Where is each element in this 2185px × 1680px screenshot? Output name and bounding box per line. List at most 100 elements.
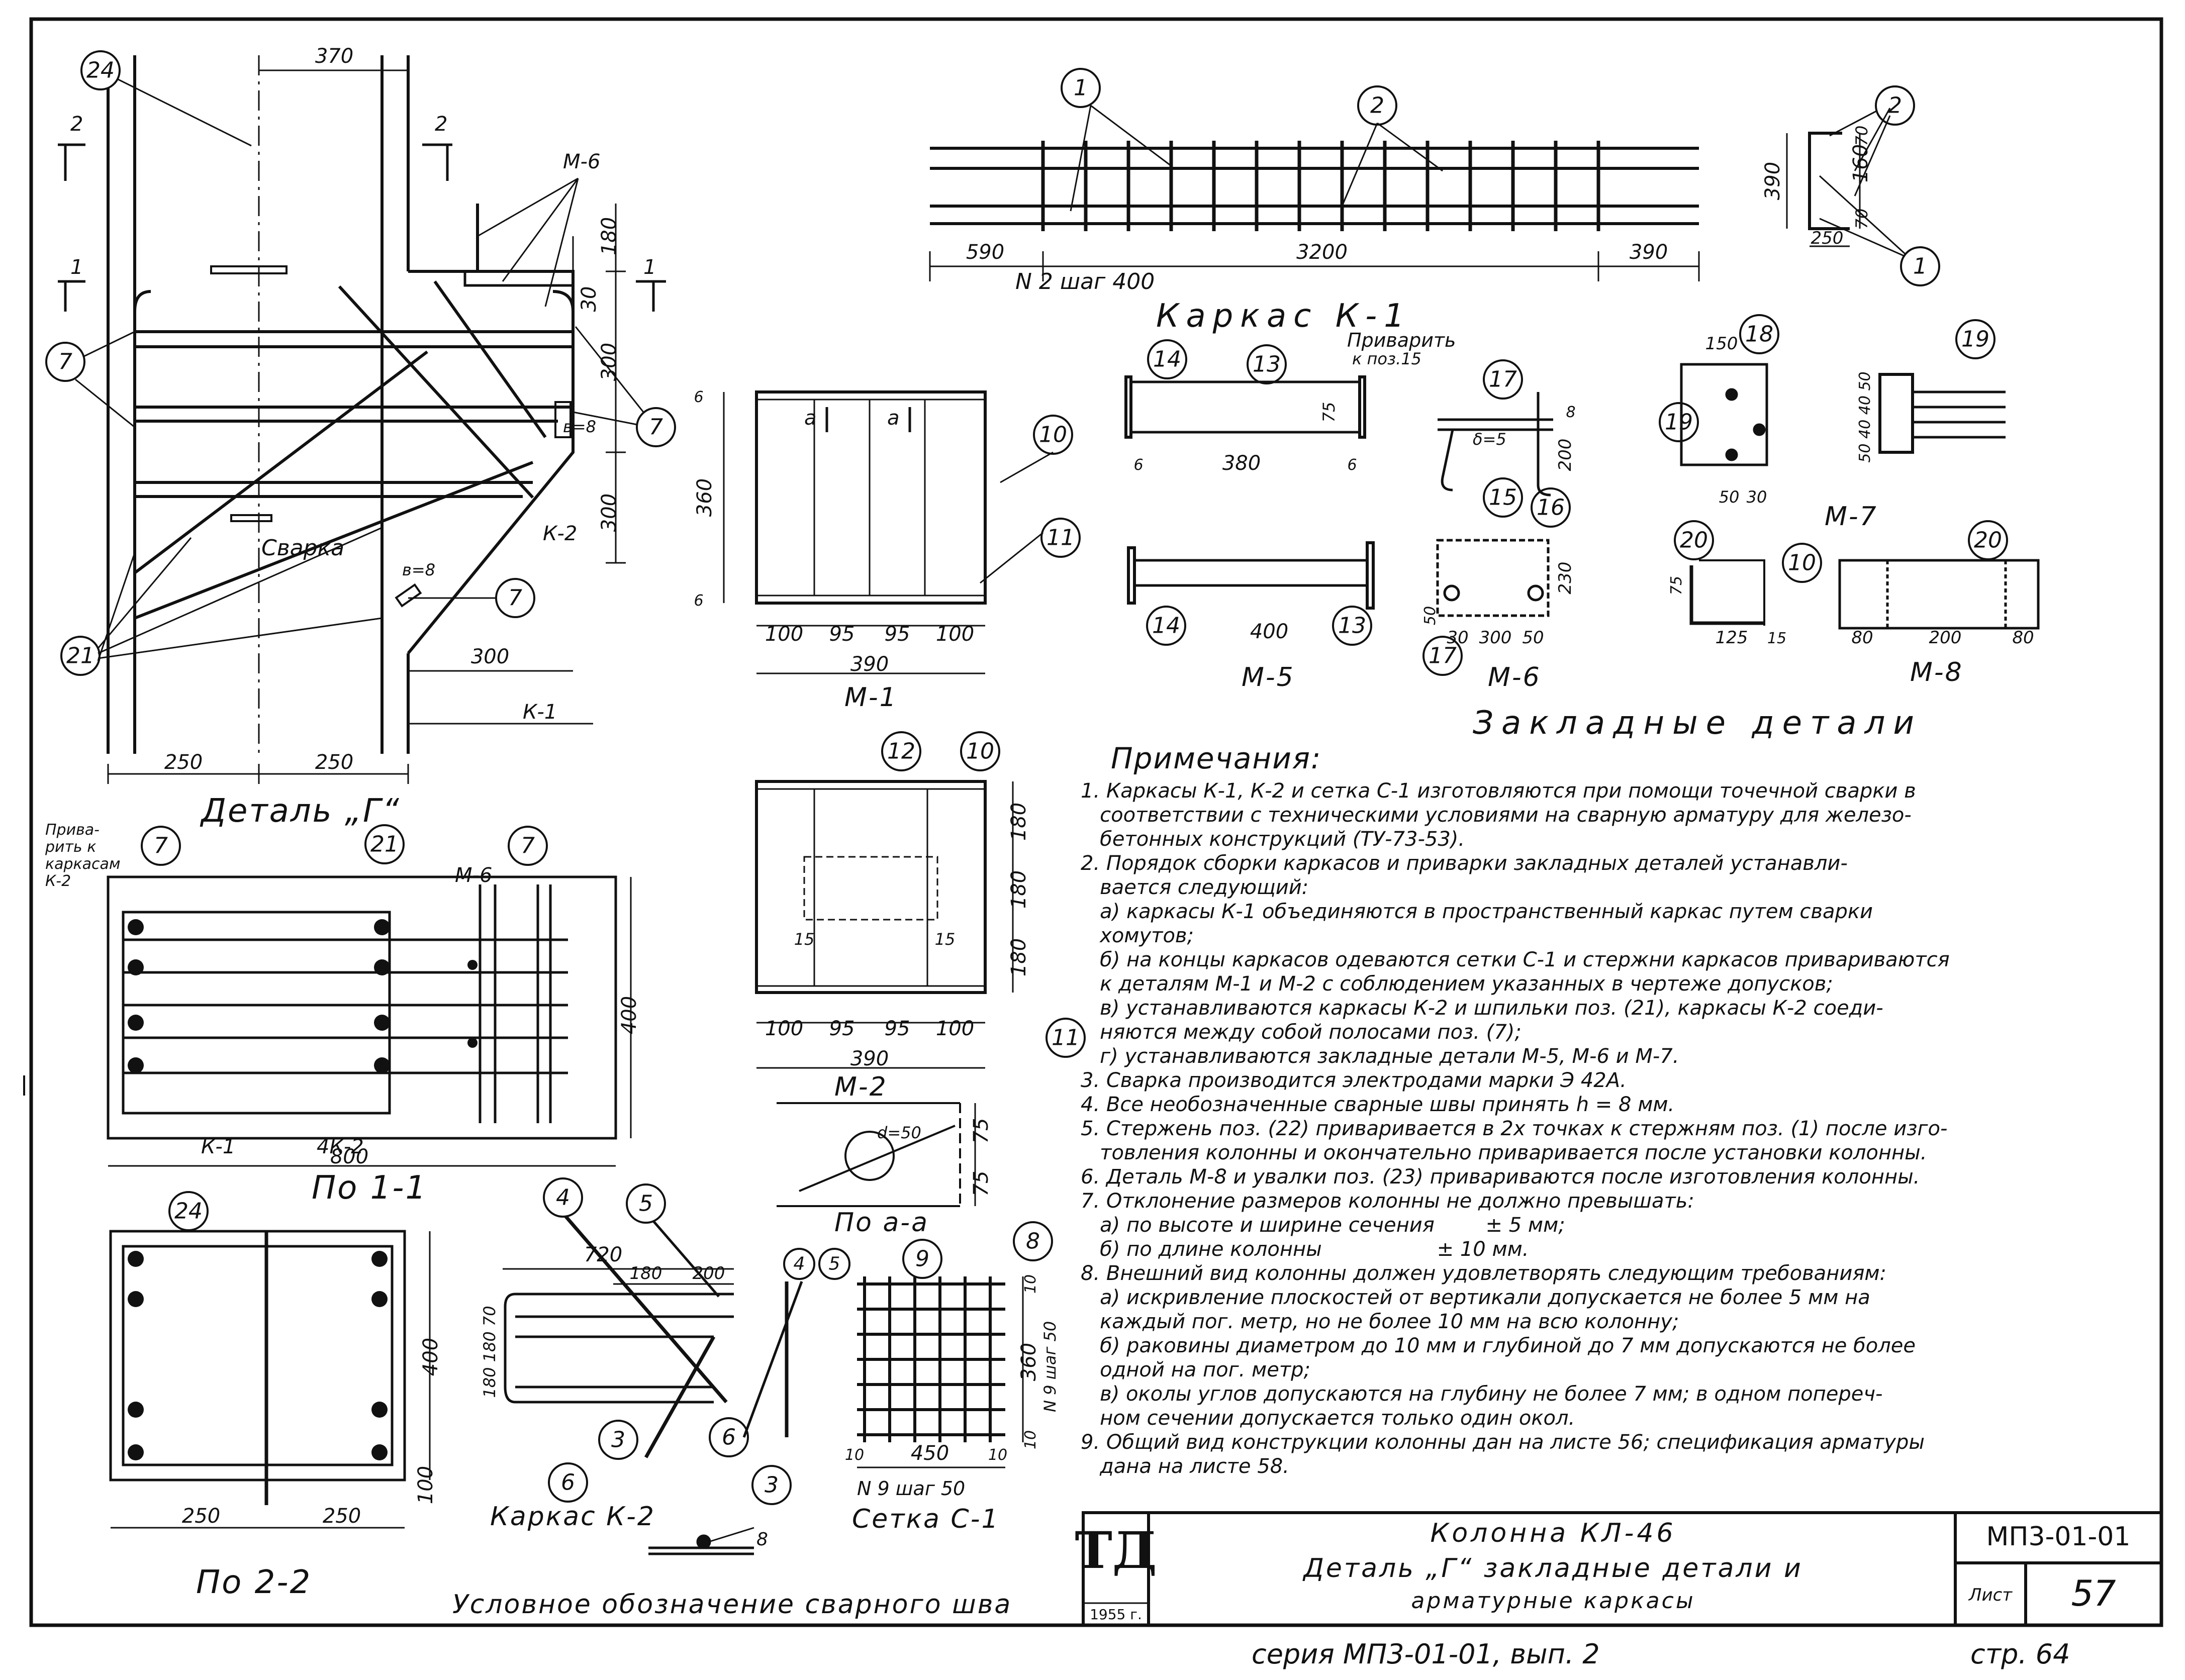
- callout-17: 17: [1429, 643, 1457, 669]
- c1-step-h-label: N 9 шаг 50: [857, 1477, 965, 1500]
- dim-15: 15: [794, 930, 815, 949]
- note-line: товления колонны и окончательно приварив…: [1081, 1141, 1927, 1164]
- notes-heading: Примечания:: [1111, 741, 1322, 775]
- callout-2: 2: [1888, 93, 1902, 119]
- callout-7: 7: [521, 833, 535, 859]
- dim-80: 80: [1851, 628, 1873, 648]
- callout-10: 10: [1039, 422, 1067, 448]
- section-2-2-view: [109, 1230, 431, 1529]
- hole-dia-label: d=50: [877, 1123, 921, 1142]
- m1-title: М-1: [844, 682, 898, 713]
- note-line: 6. Деталь М-8 и увалки поз. (23) привари…: [1081, 1165, 1920, 1189]
- dim-200: 200: [1555, 439, 1575, 471]
- note-line: а) каркасы К-1 объединяются в пространст…: [1081, 900, 1873, 923]
- note-line: 8. Внешний вид колонны должен удовлетвор…: [1081, 1262, 1887, 1285]
- dim-160: 160: [1849, 144, 1872, 182]
- dim-75: 75: [1668, 576, 1685, 595]
- karkas-k1-title: Каркас К-1: [1156, 298, 1411, 335]
- dim-75: 75: [970, 1171, 993, 1197]
- dim-360: 360: [693, 478, 716, 517]
- m2-title: М-2: [834, 1072, 888, 1102]
- note-line: 5. Стержень поз. (22) приваривается в 2х…: [1081, 1117, 1948, 1140]
- callout-13: 13: [1338, 613, 1366, 639]
- note-line: б) раковины диаметром до 10 мм и глубино…: [1081, 1334, 1916, 1357]
- note-line: вается следующий:: [1081, 876, 1309, 899]
- callout-11: 11: [1052, 1025, 1080, 1051]
- note-line: 3. Сварка производится электродами марки…: [1081, 1069, 1627, 1092]
- dim-3200: 3200: [1296, 241, 1348, 264]
- dim-180-180-70: 180 180 70: [480, 1306, 499, 1398]
- k1-ref-label: К-1: [523, 701, 557, 724]
- callout-24: 24: [86, 58, 115, 83]
- section-2-mark-2: 2: [435, 113, 447, 136]
- callout-15: 15: [1489, 485, 1517, 511]
- note-line: хомутов;: [1081, 924, 1194, 947]
- plate-width-label-2: в=8: [402, 560, 435, 579]
- dim-360: 360: [1017, 1343, 1040, 1381]
- dim-370: 370: [315, 45, 353, 68]
- dim-720: 720: [584, 1243, 622, 1266]
- setka-c1-view: [857, 1276, 1024, 1468]
- note-line: в) устанавливаются каркасы К-2 и шпильки…: [1081, 997, 1883, 1020]
- note-line: 1. Каркасы К-1, К-2 и сетка С-1 изготовл…: [1081, 779, 1916, 803]
- dim-180: 180: [598, 217, 621, 255]
- title-block: [1082, 1511, 2163, 1627]
- note-line: а) искривление плоскостей от вертикали д…: [1081, 1286, 1870, 1309]
- callout-10: 10: [1788, 550, 1816, 576]
- callout-21: 21: [66, 643, 94, 669]
- note-line: б) по длине колонны ± 10 мм.: [1081, 1238, 1529, 1261]
- dim-6: 6: [694, 592, 703, 610]
- dim-200: 200: [693, 1263, 725, 1283]
- callout-1: 1: [1074, 75, 1088, 101]
- dim-10: 10: [1022, 1274, 1039, 1294]
- callout-7: 7: [508, 585, 522, 611]
- callout-14: 14: [1153, 347, 1181, 372]
- callout-4: 4: [556, 1185, 570, 1211]
- callout-21: 21: [370, 832, 399, 857]
- callout-9: 9: [915, 1246, 929, 1272]
- callout-6: 6: [722, 1425, 736, 1450]
- note-line: 7. Отклонение размеров колонны не должно…: [1081, 1190, 1694, 1213]
- weld-to-k2-label: Прива- рить к каркасам К-2: [45, 821, 121, 890]
- callout-11: 11: [1047, 525, 1075, 551]
- callout-circles: [45, 50, 2008, 1505]
- callout-2: 2: [1370, 93, 1384, 119]
- section-1-mark: 1: [70, 256, 83, 279]
- section-a-mark: a: [804, 407, 817, 430]
- plate-width-label: в=8: [563, 417, 596, 436]
- section-a-a-title: По а-а: [834, 1208, 929, 1238]
- dim-95: 95: [829, 1017, 855, 1040]
- note-line: каждый пог. метр, но не более 10 мм на в…: [1081, 1310, 1679, 1333]
- m6-title: М-6: [1488, 662, 1541, 693]
- dim-300: 300: [598, 493, 621, 532]
- note-line: ном сечении допускается только один окол…: [1081, 1407, 1575, 1430]
- dim-80: 80: [2012, 628, 2034, 648]
- dim-70: 70: [1852, 209, 1871, 229]
- dim-800: 800: [330, 1145, 368, 1168]
- detail-g-view: [58, 55, 666, 784]
- dim-590: 590: [966, 241, 1004, 264]
- dim-250: 250: [315, 751, 353, 774]
- weld-label: Сварка: [261, 535, 344, 561]
- dim-100: 100: [765, 1017, 803, 1040]
- section-1-mark-2: 1: [643, 256, 656, 279]
- weld-symbol-caption: Условное обозначение сварного шва: [452, 1590, 1012, 1620]
- drawing-code: МП3-01-01: [1986, 1522, 2131, 1552]
- section-1-1-view: [107, 875, 632, 1167]
- dim-200: 200: [1929, 628, 1962, 648]
- dim-390: 390: [850, 653, 889, 676]
- note-line: а) по высоте и ширине сечения ± 5 мм;: [1081, 1214, 1565, 1237]
- sheet-label: Лист: [1968, 1585, 2013, 1605]
- dim-180: 180: [630, 1263, 662, 1283]
- k1-ref-label-2: К-1: [201, 1135, 235, 1158]
- dim-250: 250: [1811, 228, 1844, 248]
- dim-100: 100: [936, 1017, 974, 1040]
- embedded-parts: [1124, 363, 2040, 630]
- dim-300: 300: [1479, 628, 1512, 648]
- callout-6: 6: [561, 1470, 575, 1496]
- m1-view: [723, 390, 987, 674]
- dim-400: 400: [419, 1338, 442, 1376]
- section-1-1-title: По 1-1: [312, 1169, 427, 1207]
- detail-g-title: Деталь „Г“: [200, 793, 401, 830]
- callout-8: 8: [1026, 1229, 1040, 1254]
